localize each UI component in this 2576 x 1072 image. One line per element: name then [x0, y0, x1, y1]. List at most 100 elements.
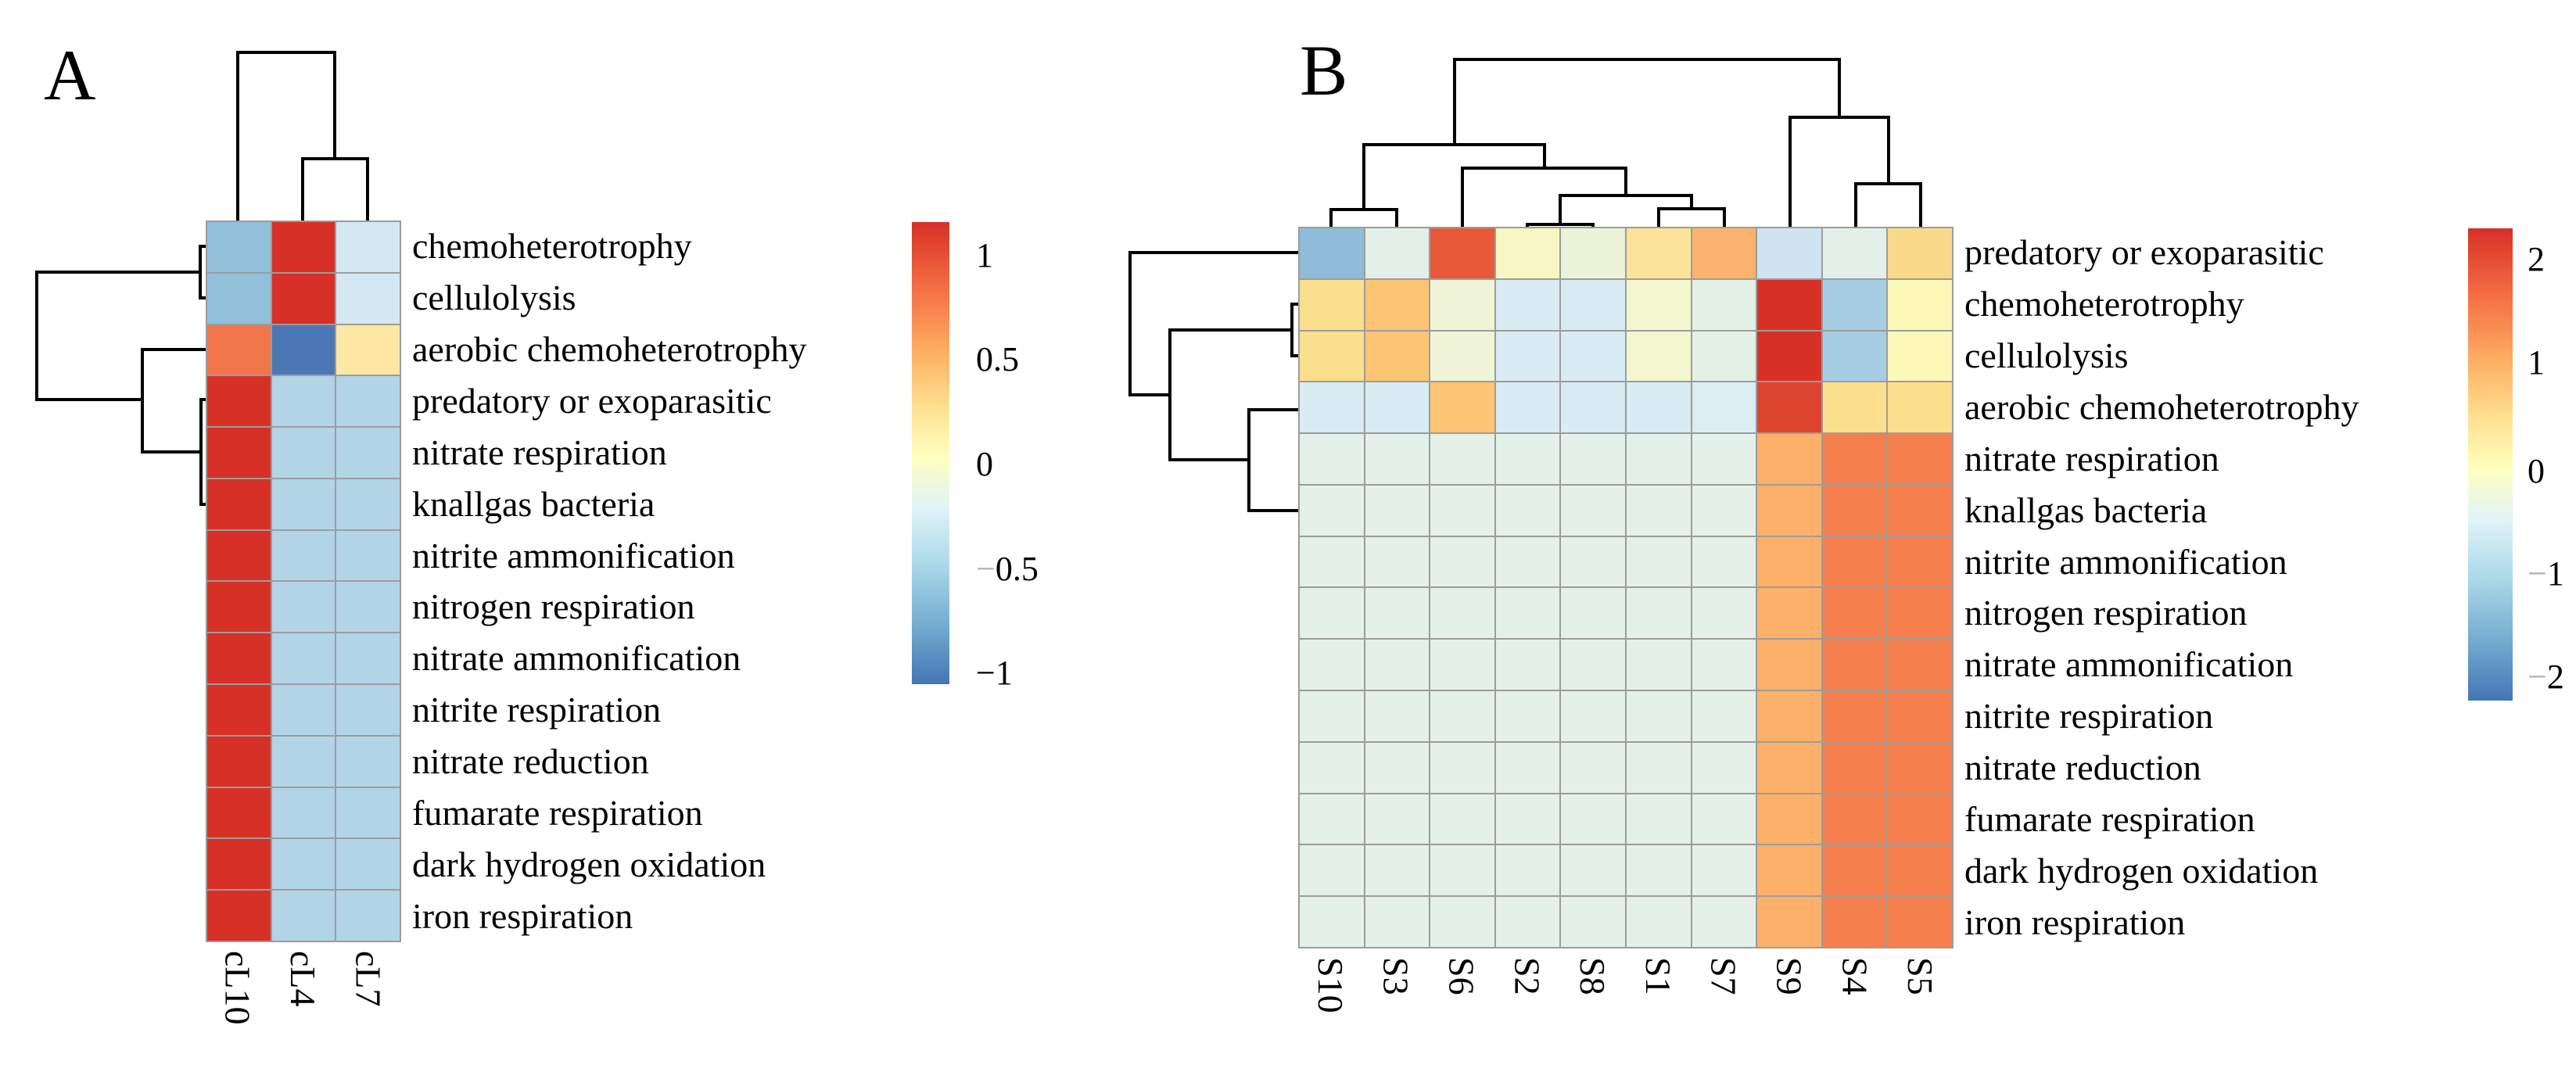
colorbar-tick-label: −2	[2528, 657, 2564, 696]
row-label: dark hydrogen oxidation	[412, 844, 766, 885]
heatmap-cell-cL4-row4	[271, 376, 335, 427]
panel-a-colorbar	[912, 222, 949, 684]
heatmap-cell-S3-row1	[1365, 228, 1430, 278]
heatmap-cell-S1-row1	[1626, 228, 1691, 278]
heatmap-cell-cL7-row9	[336, 633, 400, 684]
minus-sign: −	[976, 549, 996, 588]
heatmap-cell-S3-row6	[1365, 485, 1430, 536]
column-label: cL4	[283, 951, 323, 1007]
heatmap-cell-S10-row13	[1300, 845, 1364, 896]
row-label: knallgas bacteria	[1964, 489, 2208, 530]
heatmap-cell-cL7-row10	[336, 685, 400, 735]
heatmap-cell-cL4-row11	[271, 736, 335, 787]
heatmap-cell-S9-row11	[1757, 742, 1821, 793]
colorbar-tick-label: 2	[2528, 239, 2545, 278]
row-label: nitrite respiration	[1964, 696, 2214, 737]
heatmap-cell-S3-row2	[1365, 279, 1430, 330]
heatmap-cell-S5-row1	[1888, 228, 1952, 278]
heatmap-cell-S9-row1	[1757, 228, 1821, 278]
heatmap-cell-S7-row4	[1692, 382, 1756, 433]
heatmap-cell-S10-row8	[1300, 588, 1364, 639]
panel-a-label: A	[44, 35, 96, 115]
heatmap-cell-S4-row11	[1822, 742, 1887, 793]
heatmap-cell-S1-row14	[1626, 897, 1691, 947]
heatmap-cell-cL4-row10	[271, 685, 335, 735]
panel-b-column-dendrogram	[1329, 58, 1922, 228]
column-label: S4	[1835, 957, 1875, 995]
heatmap-cell-S8-row6	[1561, 485, 1625, 536]
heatmap-cell-S9-row6	[1757, 485, 1821, 536]
row-label: nitrogen respiration	[412, 586, 695, 627]
heatmap-cell-S7-row7	[1692, 536, 1756, 587]
column-label: S9	[1769, 957, 1810, 995]
colorbar-tick-label: 0	[976, 444, 993, 483]
heatmap-cell-S6-row3	[1430, 331, 1494, 382]
column-label: S2	[1507, 957, 1548, 995]
row-label: aerobic chemoheterotrophy	[412, 328, 807, 369]
heatmap-cell-S8-row7	[1561, 536, 1625, 587]
heatmap-cell-cL4-row13	[271, 839, 335, 890]
heatmap-cell-cL7-row5	[336, 428, 400, 478]
column-label: cL7	[348, 951, 389, 1007]
heatmap-cell-S1-row7	[1626, 536, 1691, 587]
heatmap-cell-S1-row6	[1626, 485, 1691, 536]
heatmap-cell-S3-row8	[1365, 588, 1430, 639]
row-label: predatory or exoparasitic	[412, 380, 772, 421]
row-label: aerobic chemoheterotrophy	[1964, 386, 2359, 427]
heatmap-cell-S2-row4	[1495, 382, 1560, 433]
heatmap-cell-S8-row1	[1561, 228, 1625, 278]
heatmap-cell-S4-row7	[1822, 536, 1887, 587]
heatmap-cell-cL4-row12	[271, 787, 335, 838]
heatmap-cell-S9-row8	[1757, 588, 1821, 639]
heatmap-cell-S8-row12	[1561, 794, 1625, 844]
heatmap-cell-S4-row6	[1822, 485, 1887, 536]
heatmap-cell-cL10-row8	[207, 582, 271, 633]
heatmap-cell-cL10-row11	[207, 736, 271, 787]
heatmap-cell-S1-row13	[1626, 845, 1691, 896]
heatmap-cell-S5-row4	[1888, 382, 1952, 433]
column-label: S6	[1441, 957, 1482, 995]
heatmap-cell-S4-row2	[1822, 279, 1887, 330]
heatmap-cell-cL10-row5	[207, 428, 271, 478]
heatmap-cell-S3-row4	[1365, 382, 1430, 433]
heatmap-cell-cL10-row9	[207, 633, 271, 684]
heatmap-cell-cL7-row11	[336, 736, 400, 787]
row-label: iron respiration	[1964, 902, 2186, 943]
heatmap-cell-S7-row12	[1692, 794, 1756, 844]
heatmap-cell-S7-row9	[1692, 640, 1756, 690]
heatmap-cell-cL7-row3	[336, 324, 400, 375]
heatmap-cell-S3-row10	[1365, 691, 1430, 741]
heatmap-cell-S4-row9	[1822, 640, 1887, 690]
heatmap-cell-cL4-row1	[271, 222, 335, 272]
heatmap-cell-S10-row6	[1300, 485, 1364, 536]
heatmap-cell-S7-row11	[1692, 742, 1756, 793]
row-label: nitrite ammonification	[1964, 541, 2287, 582]
heatmap-cell-S5-row12	[1888, 794, 1952, 844]
heatmap-cell-S2-row6	[1495, 485, 1560, 536]
heatmap-cell-S10-row10	[1300, 691, 1364, 741]
heatmap-cell-S1-row11	[1626, 742, 1691, 793]
heatmap-cell-cL7-row6	[336, 479, 400, 529]
heatmap-cell-cL7-row2	[336, 273, 400, 324]
heatmap-cell-cL4-row2	[271, 273, 335, 324]
row-label: nitrate reduction	[412, 741, 649, 782]
heatmap-cell-cL10-row12	[207, 787, 271, 838]
heatmap-cell-S1-row10	[1626, 691, 1691, 741]
heatmap-cell-S8-row10	[1561, 691, 1625, 741]
heatmap-cell-S4-row13	[1822, 845, 1887, 896]
heatmap-cell-S6-row9	[1430, 640, 1494, 690]
heatmap-cell-S5-row9	[1888, 640, 1952, 690]
colorbar-tick-label: −0.5	[976, 549, 1039, 588]
heatmap-cell-S6-row12	[1430, 794, 1494, 844]
heatmap-cell-S7-row13	[1692, 845, 1756, 896]
colorbar-tick-label: 1	[2528, 343, 2545, 382]
heatmap-cell-S9-row9	[1757, 640, 1821, 690]
heatmap-cell-S8-row8	[1561, 588, 1625, 639]
heatmap-cell-cL4-row6	[271, 479, 335, 529]
heatmap-cell-S10-row7	[1300, 536, 1364, 587]
heatmap-cell-cL4-row8	[271, 582, 335, 633]
heatmap-cell-S4-row14	[1822, 897, 1887, 947]
heatmap-cell-S3-row3	[1365, 331, 1430, 382]
heatmap-cell-S10-row5	[1300, 434, 1364, 484]
heatmap-cell-S6-row11	[1430, 742, 1494, 793]
